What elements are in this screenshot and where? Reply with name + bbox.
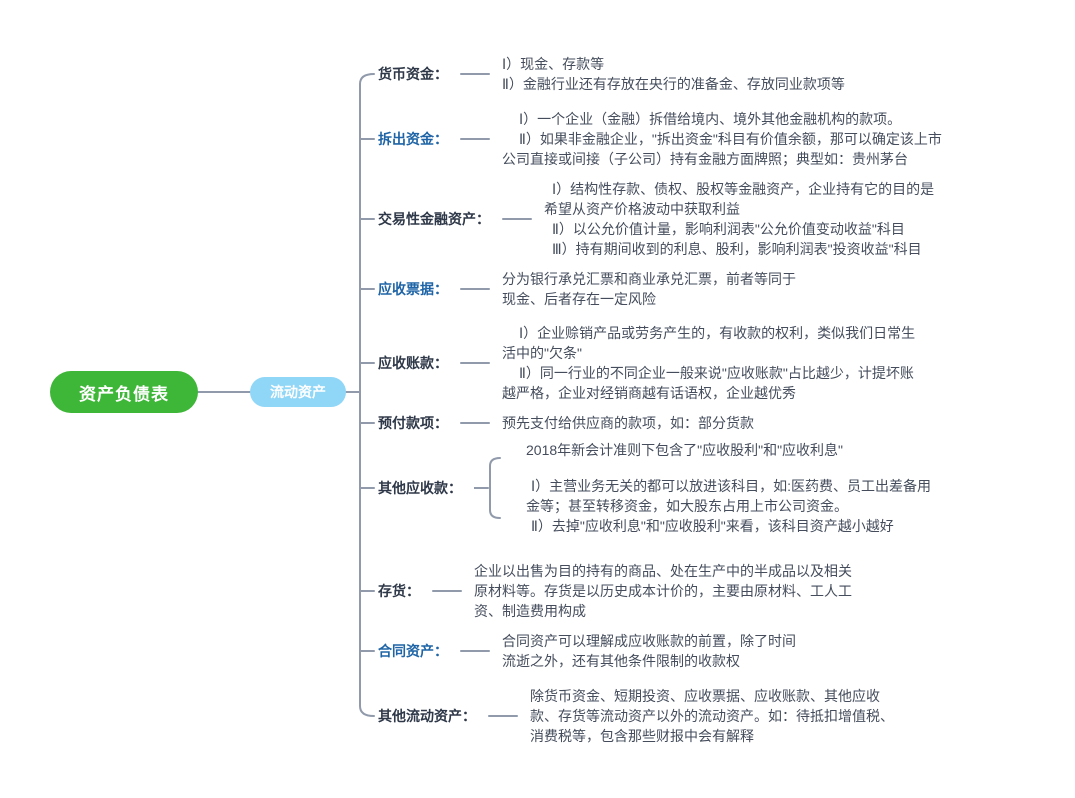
topic-current-assets[interactable]: 流动资产 [250,377,346,407]
branch-dash-line [460,650,490,652]
branch-dash-line [460,422,490,424]
branch-dash-line [460,362,490,364]
detail-line: Ⅱ）去掉"应收利息"和"应收股利"来看，该科目资产越小越好 [531,518,894,534]
topic-current-assets-label: 流动资产 [270,384,326,400]
detail-line: 流逝之外，还有其他条件限制的收款权 [502,653,740,669]
branch-detail[interactable]: 预先支付给供应商的款项，如：部分货款 [502,413,754,433]
branch-prepayments: 预付款项： 预先支付给供应商的款项，如：部分货款 [378,413,754,433]
detail-line: 希望从资产价格波动中获取利益 [544,201,740,217]
detail-line: Ⅰ）现金、存款等 [502,56,605,72]
detail-line: 预先支付给供应商的款项，如：部分货款 [502,415,754,431]
branch-label[interactable]: 应收票据： [378,281,448,297]
detail-line: 款、存货等流动资产以外的流动资产。如：待抵扣增值税、 [530,708,894,724]
detail-line: Ⅰ）一个企业（金融）拆借给境内、境外其他金融机构的款项。 [519,111,902,127]
branch-label[interactable]: 预付款项： [378,415,448,431]
branch-detail[interactable]: 企业以出售为目的持有的商品、处在生产中的半成品以及相关 原材料等。存货是以历史成… [474,561,852,621]
detail-line: 除货币资金、短期投资、应收票据、应收账款、其他应收 [530,688,880,704]
branch-label[interactable]: 其他应收款： [378,480,462,496]
branch-label[interactable]: 存货： [378,583,420,599]
branch-detail[interactable]: 除货币资金、短期投资、应收票据、应收账款、其他应收 款、存货等流动资产以外的流动… [530,686,894,746]
branch-dash-line [488,715,518,717]
branch-label[interactable]: 其他流动资产： [378,708,476,724]
branch-dash-line [460,288,490,290]
detail-line: 公司直接或间接（子公司）持有金融方面牌照；典型如：贵州茅台 [502,151,908,167]
branch-other-current-assets: 其他流动资产： 除货币资金、短期投资、应收票据、应收账款、其他应收 款、存货等流… [378,686,894,746]
branch-label[interactable]: 货币资金： [378,66,448,82]
branch-dash-line [460,73,490,75]
branch-label[interactable]: 拆出资金： [378,131,448,147]
branch-detail[interactable]: Ⅰ）企业赊销产品或劳务产生的，有收款的权利，类似我们日常生 活中的"欠条" Ⅱ）… [502,323,915,403]
branch-inventory: 存货： 企业以出售为目的持有的商品、处在生产中的半成品以及相关 原材料等。存货是… [378,561,852,621]
branch-monetary-funds: 货币资金： Ⅰ）现金、存款等 Ⅱ）金融行业还有存放在央行的准备金、存放同业款项等 [378,54,845,94]
detail-line: Ⅱ）以公允价值计量，影响利润表"公允价值变动收益"科目 [552,221,905,237]
branch-notes-receivable: 应收票据： 分为银行承兑汇票和商业承兑汇票，前者等同于 现金、后者存在一定风险 [378,269,796,309]
detail-line: 资、制造费用构成 [474,603,586,619]
branch-dash-line [432,590,462,592]
branch-detail[interactable]: 分为银行承兑汇票和商业承兑汇票，前者等同于 现金、后者存在一定风险 [502,269,796,309]
detail-line: Ⅱ）同一行业的不同企业一般来说"应收账款"占比越少，计提坏账 [519,365,914,381]
detail-line: 原材料等。存货是以历史成本计价的，主要由原材料、工人工 [474,583,852,599]
branch-detail[interactable]: Ⅰ）一个企业（金融）拆借给境内、境外其他金融机构的款项。 Ⅱ）如果非金融企业，"… [502,109,942,169]
detail-line: Ⅱ）金融行业还有存放在央行的准备金、存放同业款项等 [502,76,845,92]
detail-line: 越严格，企业对经销商越有话语权，企业越优秀 [502,385,796,401]
subtopic-details[interactable]: Ⅰ）主营业务无关的都可以放进该科目，如:医药费、员工出差备用 金等；甚至转移资金… [526,476,931,536]
branch-contract-assets: 合同资产： 合同资产可以理解成应收账款的前置，除了时间 流逝之外，还有其他条件限… [378,631,796,671]
detail-line: 企业以出售为目的持有的商品、处在生产中的半成品以及相关 [474,563,852,579]
branch-accounts-receivable: 应收账款： Ⅰ）企业赊销产品或劳务产生的，有收款的权利，类似我们日常生 活中的"… [378,323,915,403]
detail-line: 合同资产可以理解成应收账款的前置，除了时间 [502,633,796,649]
branch-dash-line [460,138,490,140]
branch-lending-funds: 拆出资金： Ⅰ）一个企业（金融）拆借给境内、境外其他金融机构的款项。 Ⅱ）如果非… [378,109,942,169]
root-topic-label: 资产负债表 [79,384,169,404]
branch-trading-financial-assets: 交易性金融资产： Ⅰ）结构性存款、债权、股权等金融资产，企业持有它的目的是 希望… [378,179,934,259]
branch-label[interactable]: 应收账款： [378,355,448,371]
detail-line: Ⅱ）如果非金融企业，"拆出资金"科目有价值余额，那可以确定该上市 [519,131,942,147]
branch-dash-line [502,218,532,220]
trunk-line [359,73,375,717]
detail-line: 金等；甚至转移资金，如大股东占用上市公司资金。 [526,498,848,514]
bracket-connector [474,457,501,519]
detail-line: Ⅰ）结构性存款、债权、股权等金融资产，企业持有它的目的是 [552,181,935,197]
branch-subtopics: 2018年新会计准则下包含了"应收股利"和"应收利息" Ⅰ）主营业务无关的都可以… [526,440,931,536]
detail-line: 2018年新会计准则下包含了"应收股利"和"应收利息" [526,442,844,458]
branch-detail[interactable]: 合同资产可以理解成应收账款的前置，除了时间 流逝之外，还有其他条件限制的收款权 [502,631,796,671]
root-topic-balance-sheet[interactable]: 资产负债表 [50,371,198,413]
detail-line: 活中的"欠条" [502,345,582,361]
branch-label[interactable]: 合同资产： [378,643,448,659]
detail-line: Ⅲ）持有期间收到的利息、股利，影响利润表"投资收益"科目 [552,241,922,257]
branch-detail[interactable]: Ⅰ）结构性存款、债权、股权等金融资产，企业持有它的目的是 希望从资产价格波动中获… [544,179,934,259]
branch-label[interactable]: 交易性金融资产： [378,211,490,227]
detail-line: 消费税等，包含那些财报中会有解释 [530,728,754,744]
detail-line: 现金、后者存在一定风险 [502,291,656,307]
detail-line: Ⅰ）主营业务无关的都可以放进该科目，如:医药费、员工出差备用 [531,478,932,494]
branch-detail[interactable]: Ⅰ）现金、存款等 Ⅱ）金融行业还有存放在央行的准备金、存放同业款项等 [502,54,845,94]
subtopic-note-2018[interactable]: 2018年新会计准则下包含了"应收股利"和"应收利息" [526,440,931,460]
branch-other-receivables: 其他应收款： 2018年新会计准则下包含了"应收股利"和"应收利息" Ⅰ）主营业… [378,440,931,536]
detail-line: 分为银行承兑汇票和商业承兑汇票，前者等同于 [502,271,796,287]
detail-line: Ⅰ）企业赊销产品或劳务产生的，有收款的权利，类似我们日常生 [519,325,916,341]
